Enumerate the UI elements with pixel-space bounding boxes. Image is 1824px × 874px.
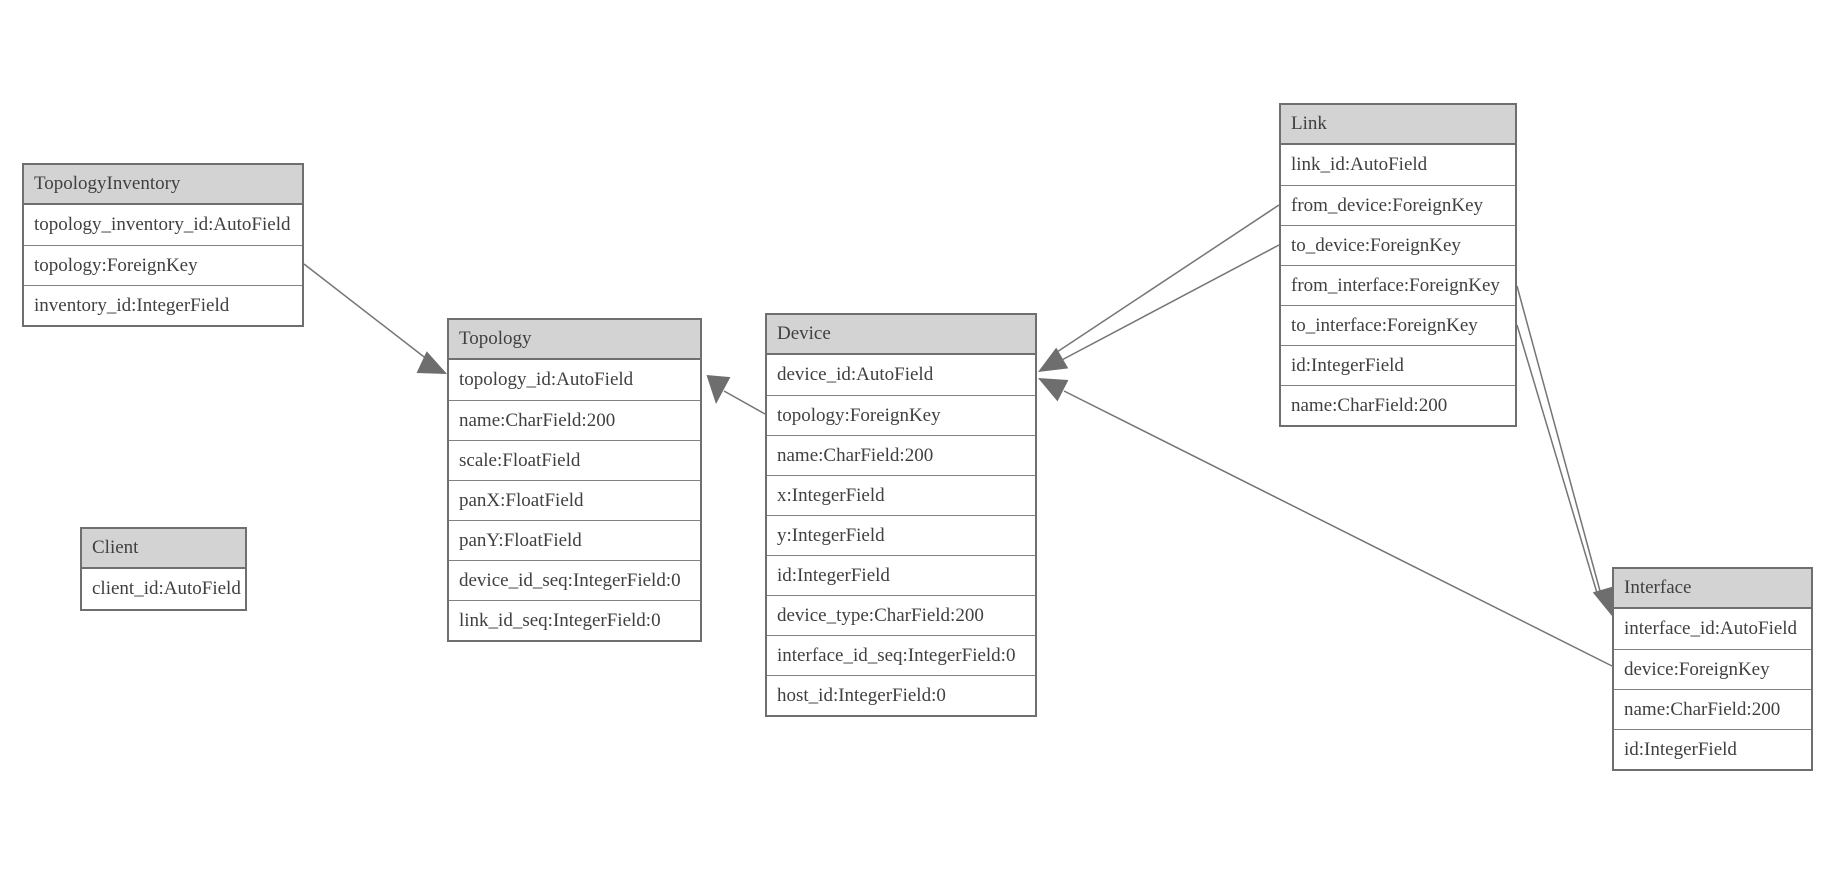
table-row: panX:FloatField: [449, 480, 700, 520]
table-row: id:IntegerField: [1614, 729, 1811, 769]
table-row: x:IntegerField: [767, 475, 1035, 515]
table-header: Client: [82, 529, 245, 569]
table-row: topology:ForeignKey: [767, 395, 1035, 435]
table-row: y:IntegerField: [767, 515, 1035, 555]
table-row: from_interface:ForeignKey: [1281, 265, 1515, 305]
table-row: interface_id:AutoField: [1624, 618, 1798, 639]
table-row: name:CharField:200: [1281, 385, 1515, 425]
edge-link-to-device-device: [1057, 244, 1280, 363]
table-header: Device: [767, 315, 1035, 355]
edge-link-to-interface-interface: [1516, 324, 1598, 594]
table-interface: Interface interface_id:AutoField device:Fo…: [1612, 567, 1813, 771]
table-topology: Topology topology_id:AutoField name:CharFi…: [447, 318, 702, 642]
table-row: panY:FloatField: [449, 520, 700, 560]
table-row: device_id:AutoField: [777, 364, 934, 385]
table-header: Topology: [449, 320, 700, 360]
table-row: device_id_seq:IntegerField:0: [449, 560, 700, 600]
table-row: name:CharField:200: [767, 435, 1035, 475]
table-row: link_id:AutoField: [1291, 154, 1428, 175]
table-row: interface_id_seq:IntegerField:0: [767, 635, 1035, 675]
table-row: host_id:IntegerField:0: [767, 675, 1035, 715]
table-row: scale:FloatField: [449, 440, 700, 480]
edge-arrowhead-link-from-interface-interface: [1592, 585, 1616, 616]
table-row: client_id:AutoField: [92, 578, 241, 599]
table-row: to_interface:ForeignKey: [1281, 305, 1515, 345]
edge-link-from-device-device: [1053, 204, 1280, 355]
edge-device-topology: [723, 390, 766, 415]
table-row: id:IntegerField: [767, 555, 1035, 595]
edge-arrowhead-topologyinventory-topology: [416, 351, 447, 374]
table-link: Link link_id:AutoField from_device:Foreign…: [1279, 103, 1517, 427]
table-row: device:ForeignKey: [1614, 649, 1811, 689]
table-row: name:CharField:200: [449, 400, 700, 440]
table-row: topology:ForeignKey: [24, 245, 302, 285]
table-row: name:CharField:200: [1614, 689, 1811, 729]
table-header: Link: [1281, 105, 1515, 145]
table-row: inventory_id:IntegerField: [24, 285, 302, 325]
edge-topologyinventory-topology: [303, 263, 429, 361]
edge-arrowhead-link-from-device-device: [1038, 347, 1069, 372]
table-row: topology_inventory_id:AutoField: [34, 214, 291, 235]
edge-arrowhead-interface-device-device: [1038, 378, 1069, 402]
table-row: device_type:CharField:200: [767, 595, 1035, 635]
table-header: TopologyInventory: [24, 165, 302, 205]
table-row: link_id_seq:IntegerField:0: [449, 600, 700, 640]
edge-link-from-interface-interface: [1516, 285, 1601, 592]
table-row: id:IntegerField: [1281, 345, 1515, 385]
table-row: topology_id:AutoField: [459, 369, 634, 390]
table-topologyinventory: TopologyInventory topology_inventory_id:A…: [22, 163, 304, 327]
table-row: to_device:ForeignKey: [1281, 225, 1515, 265]
table-client: Client client_id:AutoField: [80, 527, 247, 611]
table-device: Device device_id:AutoField topology:Foreig…: [765, 313, 1037, 717]
table-header: Interface: [1614, 569, 1811, 609]
table-row: from_device:ForeignKey: [1281, 185, 1515, 225]
edge-interface-device-device: [1063, 390, 1613, 667]
edge-arrowhead-device-topology: [706, 375, 731, 404]
